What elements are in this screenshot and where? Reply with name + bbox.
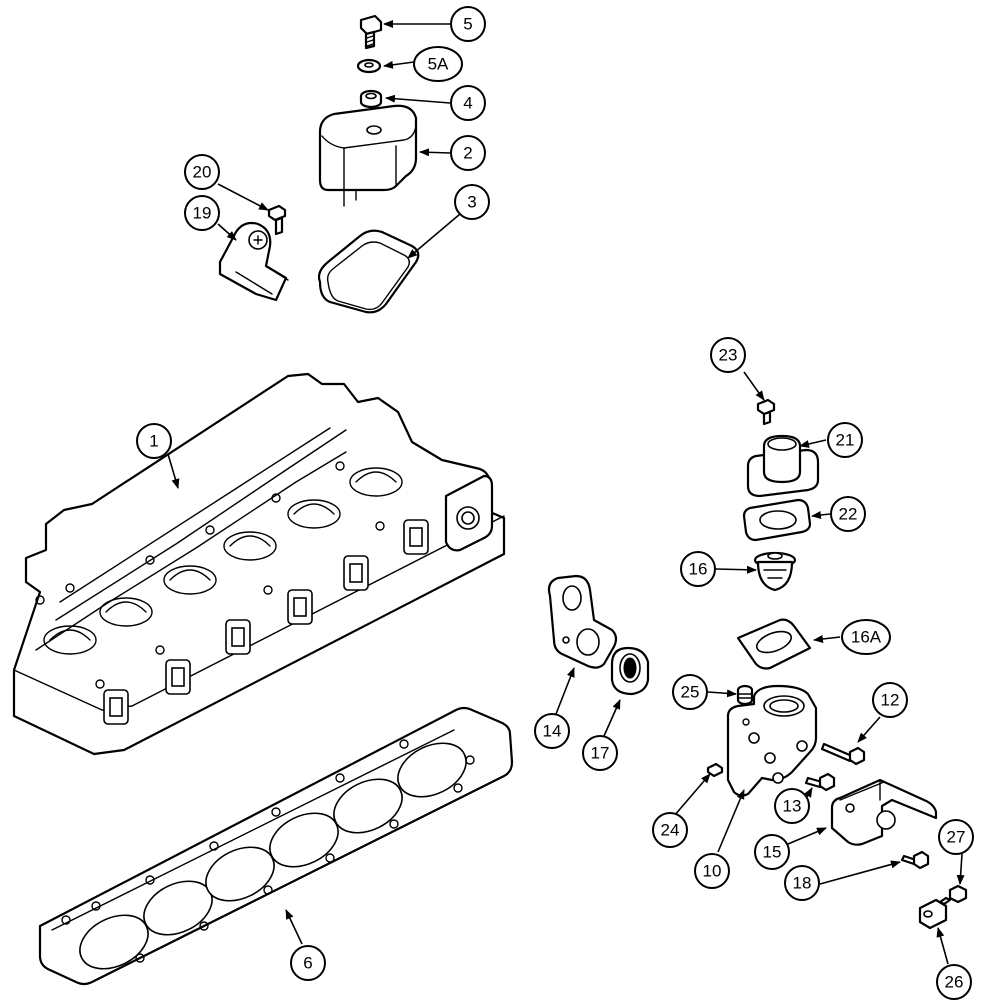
svg-text:23: 23 <box>719 346 738 365</box>
svg-text:15: 15 <box>763 843 782 862</box>
part-bolt-12 <box>820 742 866 766</box>
part-thermostat-16 <box>753 551 797 592</box>
svg-text:13: 13 <box>783 797 802 816</box>
callout-5: 5 <box>450 6 486 42</box>
svg-text:14: 14 <box>543 722 562 741</box>
svg-text:12: 12 <box>881 691 900 710</box>
callout-1: 1 <box>136 423 172 459</box>
svg-text:5A: 5A <box>428 55 449 74</box>
part-head-gasket-6 <box>38 706 514 986</box>
callout-5a: 5A <box>413 46 463 82</box>
callout-3: 3 <box>454 184 490 220</box>
part-bolt-20 <box>267 204 287 236</box>
part-housing-21 <box>746 434 820 498</box>
svg-text:2: 2 <box>463 144 472 163</box>
callout-16a: 16A <box>841 619 891 655</box>
svg-text:21: 21 <box>836 431 855 450</box>
part-plug-25 <box>736 684 754 706</box>
callout-15: 15 <box>754 834 790 870</box>
svg-text:5: 5 <box>463 15 472 34</box>
callout-10: 10 <box>694 853 730 889</box>
part-housing-10 <box>726 684 818 797</box>
callout-13: 13 <box>774 788 810 824</box>
svg-text:27: 27 <box>947 828 966 847</box>
callout-14: 14 <box>534 713 570 749</box>
svg-text:3: 3 <box>467 193 476 212</box>
callout-16: 16 <box>680 551 716 587</box>
part-cover-2 <box>318 104 418 207</box>
callout-24: 24 <box>652 812 688 848</box>
callout-17: 17 <box>582 735 618 771</box>
callout-12: 12 <box>872 682 908 718</box>
callout-18: 18 <box>784 865 820 901</box>
svg-text:24: 24 <box>661 821 680 840</box>
part-bolt-27 <box>938 884 968 906</box>
callout-2: 2 <box>450 135 486 171</box>
part-gasket-22 <box>742 498 812 542</box>
part-grommet-4 <box>359 89 383 109</box>
svg-text:1: 1 <box>149 432 158 451</box>
part-bolt-23 <box>756 398 776 426</box>
part-bracket-15 <box>830 778 938 846</box>
part-plug-24 <box>706 762 724 778</box>
callout-19: 19 <box>184 195 220 231</box>
svg-text:22: 22 <box>839 505 858 524</box>
callout-25: 25 <box>672 674 708 710</box>
callout-20: 20 <box>184 154 220 190</box>
part-nut-26 <box>918 898 948 930</box>
svg-text:17: 17 <box>591 744 610 763</box>
svg-text:20: 20 <box>193 163 212 182</box>
callout-6: 6 <box>290 945 326 981</box>
svg-text:19: 19 <box>193 204 212 223</box>
part-bracket-19 <box>218 221 289 302</box>
leader-lines <box>167 20 965 965</box>
part-gasket-3 <box>317 229 420 314</box>
part-seal-17 <box>610 646 650 696</box>
part-washer-5a <box>356 58 382 74</box>
svg-text:16A: 16A <box>851 628 882 647</box>
part-cylinder-head-1 <box>12 372 506 756</box>
callout-23: 23 <box>710 337 746 373</box>
part-gasket-14 <box>547 574 618 669</box>
part-bolt-18 <box>900 850 930 870</box>
svg-text:26: 26 <box>945 973 964 992</box>
callout-22: 22 <box>830 496 866 532</box>
callout-26: 26 <box>936 964 972 1000</box>
svg-text:4: 4 <box>463 94 472 113</box>
svg-text:6: 6 <box>303 954 312 973</box>
callout-4: 4 <box>450 85 486 121</box>
callout-21: 21 <box>827 422 863 458</box>
svg-text:10: 10 <box>703 862 722 881</box>
svg-text:16: 16 <box>689 560 708 579</box>
svg-text:25: 25 <box>681 683 700 702</box>
part-bolt-5 <box>359 14 383 50</box>
callout-27: 27 <box>938 819 974 855</box>
part-gasket-16a <box>736 618 812 670</box>
svg-text:18: 18 <box>793 874 812 893</box>
part-bolt-13 <box>804 772 836 792</box>
